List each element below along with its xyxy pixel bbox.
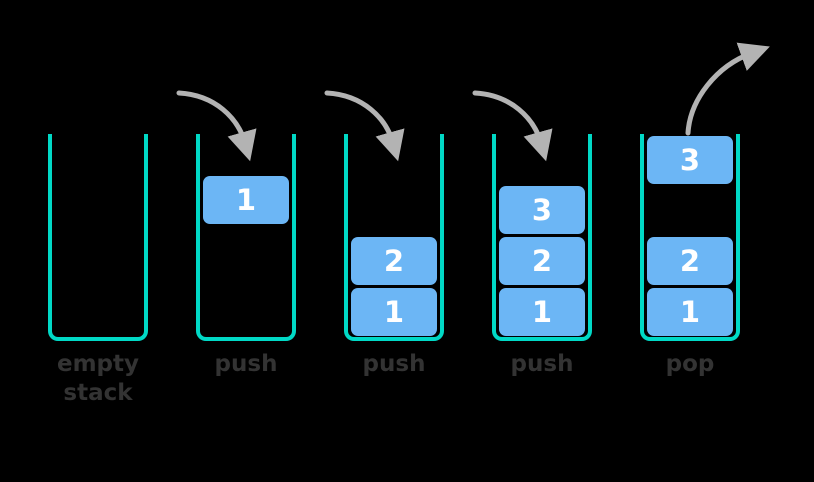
pop-arrow [685,42,770,136]
column-caption-empty-stack: empty stack [56,351,140,407]
stack-container [492,134,592,341]
stack-tile: 2 [499,237,585,285]
stack-tile: 2 [647,237,733,285]
column-caption-push-1: push [214,351,278,377]
column-caption-pop: pop [665,351,715,377]
stack-tile: 3 [499,186,585,234]
stack-tile: 1 [203,176,289,224]
stack-container [48,134,148,341]
stack-container [640,134,740,341]
stack-tile: 1 [351,288,437,336]
column-caption-push-2: push [362,351,426,377]
stack-tile: 1 [647,288,733,336]
stack-tile: 3 [647,136,733,184]
stack-container [344,134,444,341]
stack-container [196,134,296,341]
stack-tile: 1 [499,288,585,336]
column-caption-push-3: push [510,351,574,377]
stack-tile: 2 [351,237,437,285]
